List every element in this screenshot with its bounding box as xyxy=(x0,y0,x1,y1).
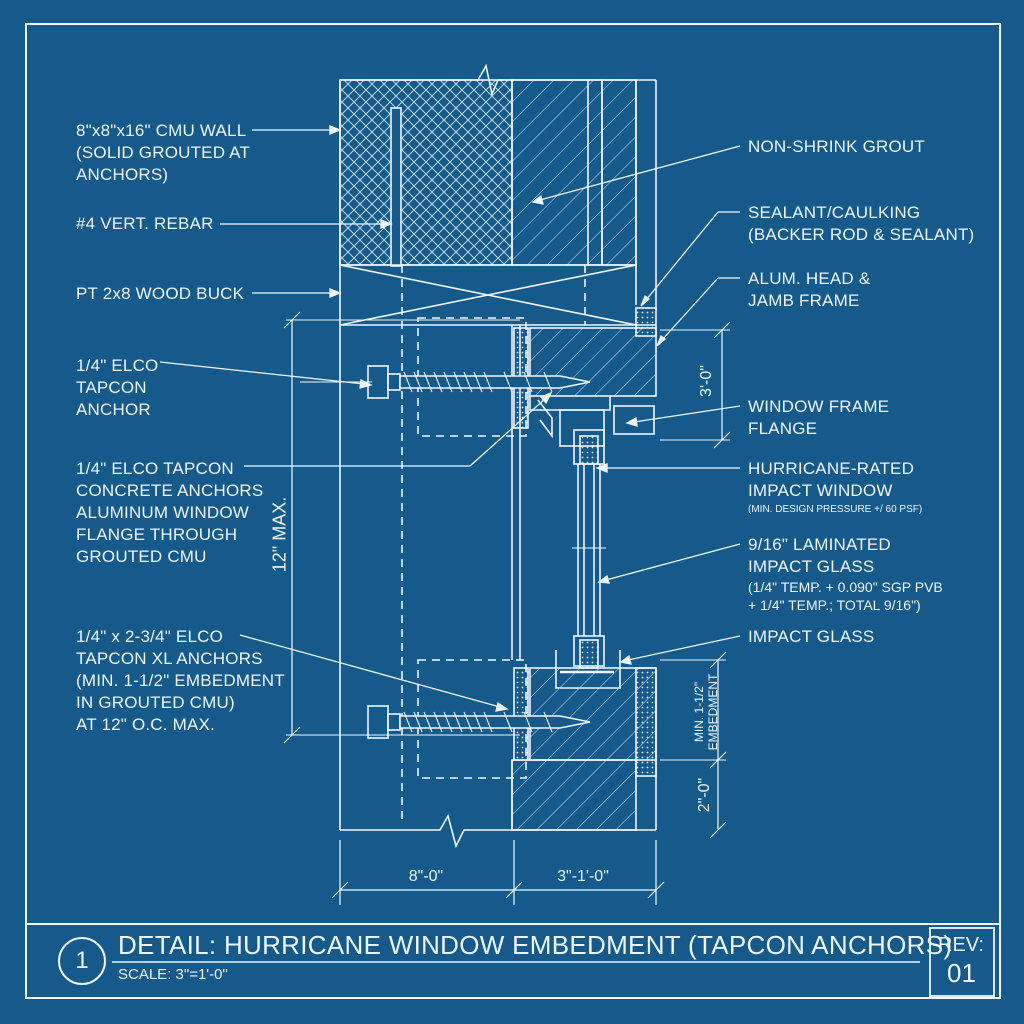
label-tapcon-anchor: 1/4" ELCO TAPCON ANCHOR xyxy=(76,356,159,419)
dim-min-embedment: MIN. 1-1/2" EMBEDMENT xyxy=(692,673,720,751)
label-xl-anchors: 1/4" x 2-3/4" ELCO TAPCON XL ANCHORS (MI… xyxy=(76,627,285,734)
dim-bottom-right: 3"-1'-0" xyxy=(557,868,609,885)
label-alum-frame: ALUM. HEAD & JAMB FRAME xyxy=(748,269,871,310)
dim-max-spacing: 12" MAX. xyxy=(269,496,290,573)
cmu-block-lower xyxy=(511,759,637,831)
glazing-bead-top xyxy=(579,435,599,465)
label-frame-flange: WINDOW FRAME FLANGE xyxy=(748,397,890,438)
detail-scale: SCALE: 3"=1'-0" xyxy=(118,966,228,983)
cmu-block-upper xyxy=(339,79,513,266)
dim-sill-height: 2"-0" xyxy=(696,777,713,813)
glazing-bead-bottom xyxy=(579,639,599,669)
bottom-break-line xyxy=(340,813,656,849)
label-grout: NON-SHRINK GROUT xyxy=(748,137,925,156)
label-impact-window: HURRICANE-RATED IMPACT WINDOW xyxy=(748,459,915,500)
lower-tapcon-anchor xyxy=(367,705,591,739)
label-laminated-glass-note: (1/4" TEMP. + 0.090" SGP PVB + 1/4" TEMP… xyxy=(748,579,943,613)
rev-box xyxy=(929,927,995,997)
rev-label: REV: xyxy=(938,934,984,956)
rev-value: 01 xyxy=(947,958,976,988)
detail-number: 1 xyxy=(58,937,106,985)
sheet-border xyxy=(25,23,1001,999)
sill-frame xyxy=(529,667,657,761)
detail-title: DETAIL: HURRICANE WINDOW EMBEDMENT (TAPC… xyxy=(118,930,953,960)
vertical-rebar xyxy=(390,107,402,267)
label-laminated-glass: 9/16" LAMINATED IMPACT GLASS xyxy=(748,535,891,576)
label-vert-rebar: #4 VERT. REBAR xyxy=(76,214,214,233)
label-concrete-anchors: 1/4" ELCO TAPCON CONCRETE ANCHORS ALUMIN… xyxy=(76,459,264,566)
label-impact-glass: IMPACT GLASS xyxy=(748,627,875,646)
label-wood-buck: PT 2x8 WOOD BUCK xyxy=(76,284,245,303)
label-sealant: SEALANT/CAULKING (BACKER ROD & SEALANT) xyxy=(748,203,975,244)
label-impact-window-note: (MIN. DESIGN PRESSURE +/ 60 PSF) xyxy=(748,504,923,515)
dim-bottom-left: 8"-0" xyxy=(408,868,444,885)
dim-head-height: 3'-0" xyxy=(698,365,715,397)
upper-tapcon-anchor xyxy=(367,365,591,399)
label-cmu-wall: 8"x8"x16" CMU WALL (SOLID GROUTED AT ANC… xyxy=(76,121,251,184)
